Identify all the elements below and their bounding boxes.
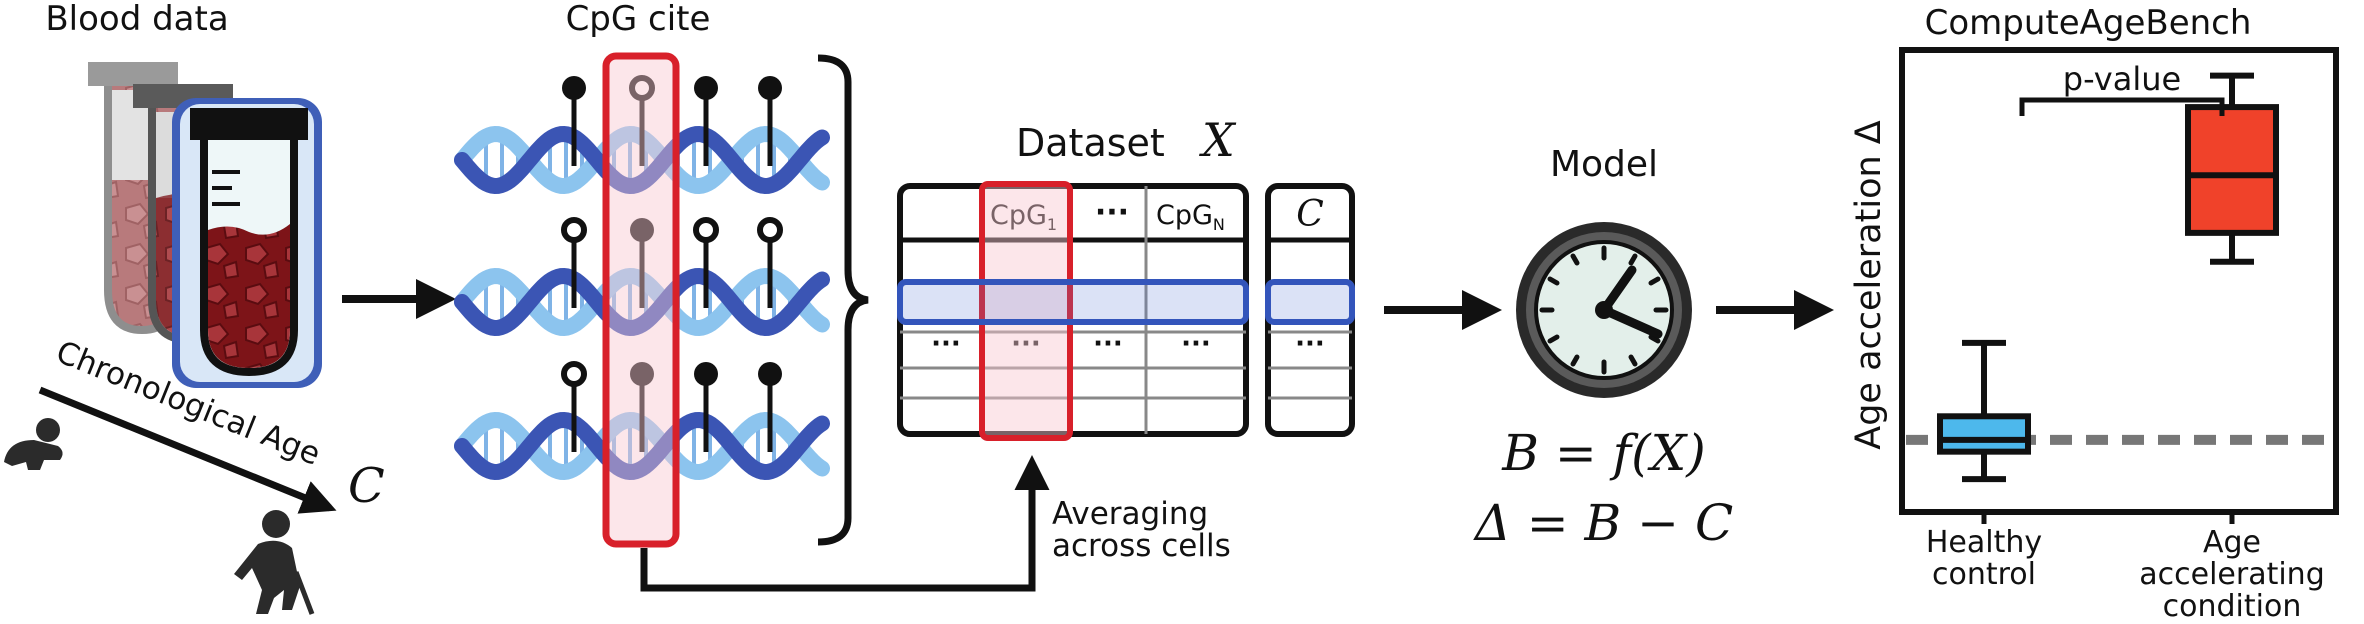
averaging-label-line2: across cells — [1052, 528, 1231, 564]
dataset-title: Dataset — [1016, 121, 1165, 165]
table-row-dots-1: ··· — [931, 329, 961, 359]
box-1 — [1937, 339, 2031, 483]
equation-age-acceleration: Δ = B − C — [1473, 494, 1733, 552]
elderly-person-icon — [234, 510, 315, 615]
table-row-dots-2: ··· — [1011, 329, 1041, 359]
category-label: condition — [2163, 589, 2302, 620]
methylated-cpg-marker — [630, 362, 654, 452]
methylated-cpg-marker — [758, 76, 782, 166]
averaging-arrow — [640, 455, 1050, 592]
blood-tubes-icon — [88, 62, 322, 388]
table-row-dots-3: ··· — [1093, 329, 1123, 359]
methylated-cpg-marker — [562, 76, 586, 166]
p-value-label: p-value — [2063, 60, 2181, 98]
clock-icon — [1516, 222, 1692, 398]
table-header-cpg1: CpG1 — [990, 200, 1057, 234]
dna-strands — [454, 75, 830, 481]
bench-title: ComputeAgeBench — [1925, 3, 2252, 43]
equation-biological-age: B = f(X) — [1501, 424, 1706, 482]
unmethylated-cpg-marker — [629, 75, 655, 166]
methylated-cpg-marker — [694, 76, 718, 166]
methylated-cpg-marker — [694, 362, 718, 452]
model-title: Model — [1550, 144, 1658, 185]
selected-cpg-site-highlight — [602, 52, 680, 548]
methylated-cpg-marker — [630, 218, 654, 308]
blood-data-title: Blood data — [45, 0, 228, 39]
significance-bracket — [2019, 97, 2225, 116]
baby-icon — [4, 418, 63, 470]
y-axis-label: Age acceleration Δ — [1849, 120, 1889, 450]
category-label: Age — [2203, 525, 2261, 560]
unmethylated-cpg-marker — [757, 217, 783, 308]
chronological-age-symbol: C — [348, 458, 385, 514]
table-header-dots: ··· — [1095, 195, 1129, 230]
cpg-cite-title: CpG cite — [566, 0, 711, 39]
table-row-dots-c: ··· — [1295, 329, 1325, 359]
category-label: accelerating — [2139, 557, 2325, 592]
methylated-cpg-marker — [758, 362, 782, 452]
unmethylated-cpg-marker — [561, 361, 587, 452]
iqr-box — [1937, 413, 2031, 455]
table-row-dots-4: ··· — [1181, 329, 1211, 359]
cell-group-brace — [817, 54, 869, 546]
unmethylated-cpg-marker — [561, 217, 587, 308]
selected-cpg-column-highlight — [979, 181, 1073, 441]
table-header-cpgN: CpGN — [1156, 200, 1225, 234]
iqr-box — [2185, 104, 2279, 236]
dataset-symbol: X — [1199, 113, 1237, 167]
selected-row-c-highlight — [1265, 279, 1355, 325]
category-label: control — [1932, 557, 2036, 592]
table-header-c: C — [1296, 194, 1324, 235]
category-label: Healthy — [1926, 525, 2042, 560]
averaging-label-line1: Averaging — [1052, 496, 1208, 532]
unmethylated-cpg-marker — [693, 217, 719, 308]
selected-row-highlight — [897, 279, 1249, 325]
box-2 — [2185, 72, 2279, 265]
chronological-age-arrow — [38, 386, 337, 514]
